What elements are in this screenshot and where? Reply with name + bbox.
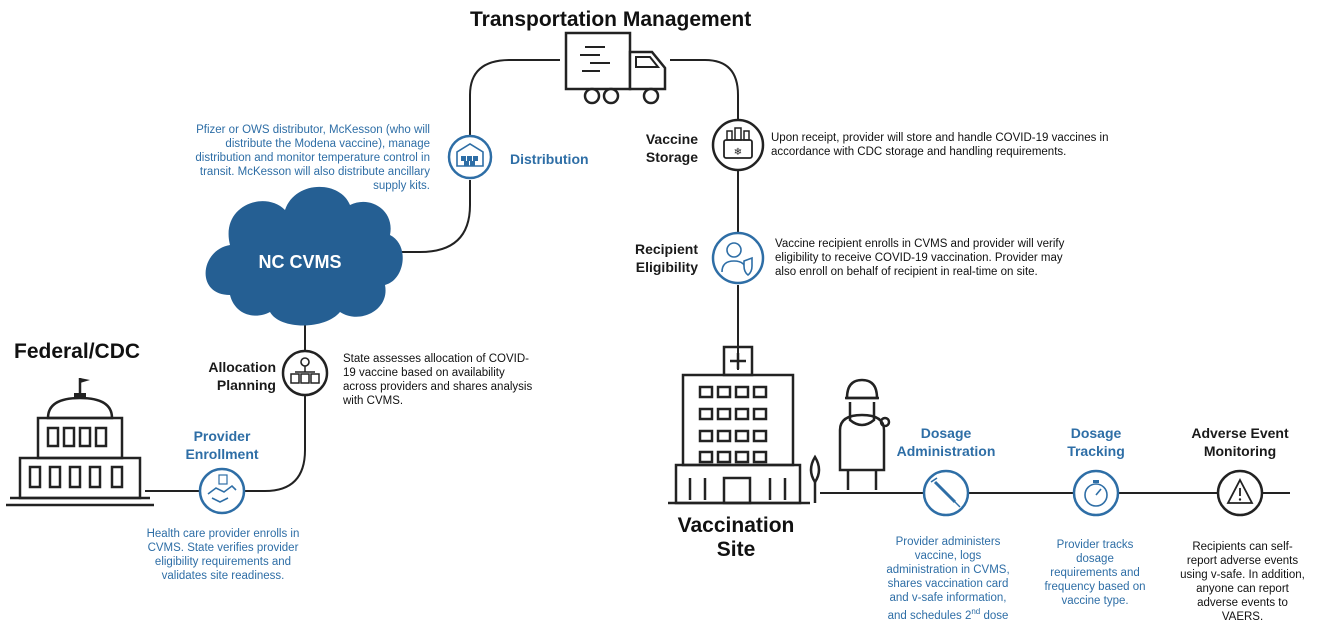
syringe-icon <box>922 469 970 517</box>
transport-title: Transportation Management <box>470 8 752 31</box>
org-chart-icon <box>281 349 329 397</box>
dosage-admin-desc-main: Provider administers vaccine, logs admin… <box>886 536 1010 622</box>
connector-truck-storage <box>670 59 739 120</box>
eligibility-label: Recipient Eligibility <box>634 241 698 275</box>
enrollment-description: Health care provider enrolls in CVMS. St… <box>146 528 300 582</box>
adverse-description: Recipients can self- report adverse even… <box>1180 541 1305 623</box>
distribution-description: Pfizer or OWS distributor, McKesson (who… <box>195 124 430 192</box>
allocation-label: Allocation Planning <box>208 359 276 393</box>
capitol-building-icon <box>6 378 154 507</box>
site-title: Vaccination Site <box>677 514 795 561</box>
connector-enrollment-allocation <box>240 395 306 492</box>
hospital-building-icon <box>668 345 821 505</box>
handshake-icon <box>198 467 246 515</box>
eligibility-description: Vaccine recipient enrolls in CVMS and pr… <box>775 238 1065 278</box>
vaccine-storage-icon: ❄ <box>711 118 765 172</box>
warning-icon <box>1216 469 1264 517</box>
dosage-admin-desc-end: dose <box>980 609 1009 622</box>
dosage-admin-description: Provider administers vaccine, logs admin… <box>870 535 1026 623</box>
distribution-label: Distribution <box>510 151 589 167</box>
enrollment-label: Provider Enrollment <box>185 428 259 462</box>
cloud-shape <box>205 186 403 326</box>
dosage-tracking-description: Provider tracks dosage requirements and … <box>1044 539 1146 607</box>
dosage-admin-label: Dosage Administration <box>896 425 996 459</box>
health-worker-icon <box>838 378 891 490</box>
dosage-tracking-label: Dosage Tracking <box>1067 425 1125 459</box>
connector-cloud-distribution <box>380 180 471 253</box>
storage-description: Upon receipt, provider will store and ha… <box>771 132 1109 158</box>
svg-text:❄: ❄ <box>734 147 742 158</box>
connector-distribution-truck <box>469 59 560 135</box>
dosage-admin-desc-sup: nd <box>971 607 981 616</box>
cloud-label: NC CVMS <box>258 252 342 272</box>
recipient-shield-icon <box>711 231 765 285</box>
adverse-label: Adverse Event Monitoring <box>1191 425 1289 459</box>
federal-title: Federal/CDC <box>14 340 141 363</box>
allocation-description: State assesses allocation of COVID- 19 v… <box>343 353 533 407</box>
stopwatch-icon <box>1072 469 1120 517</box>
warehouse-icon <box>447 134 493 180</box>
storage-label: Vaccine Storage <box>645 131 698 165</box>
truck-icon <box>564 31 667 105</box>
